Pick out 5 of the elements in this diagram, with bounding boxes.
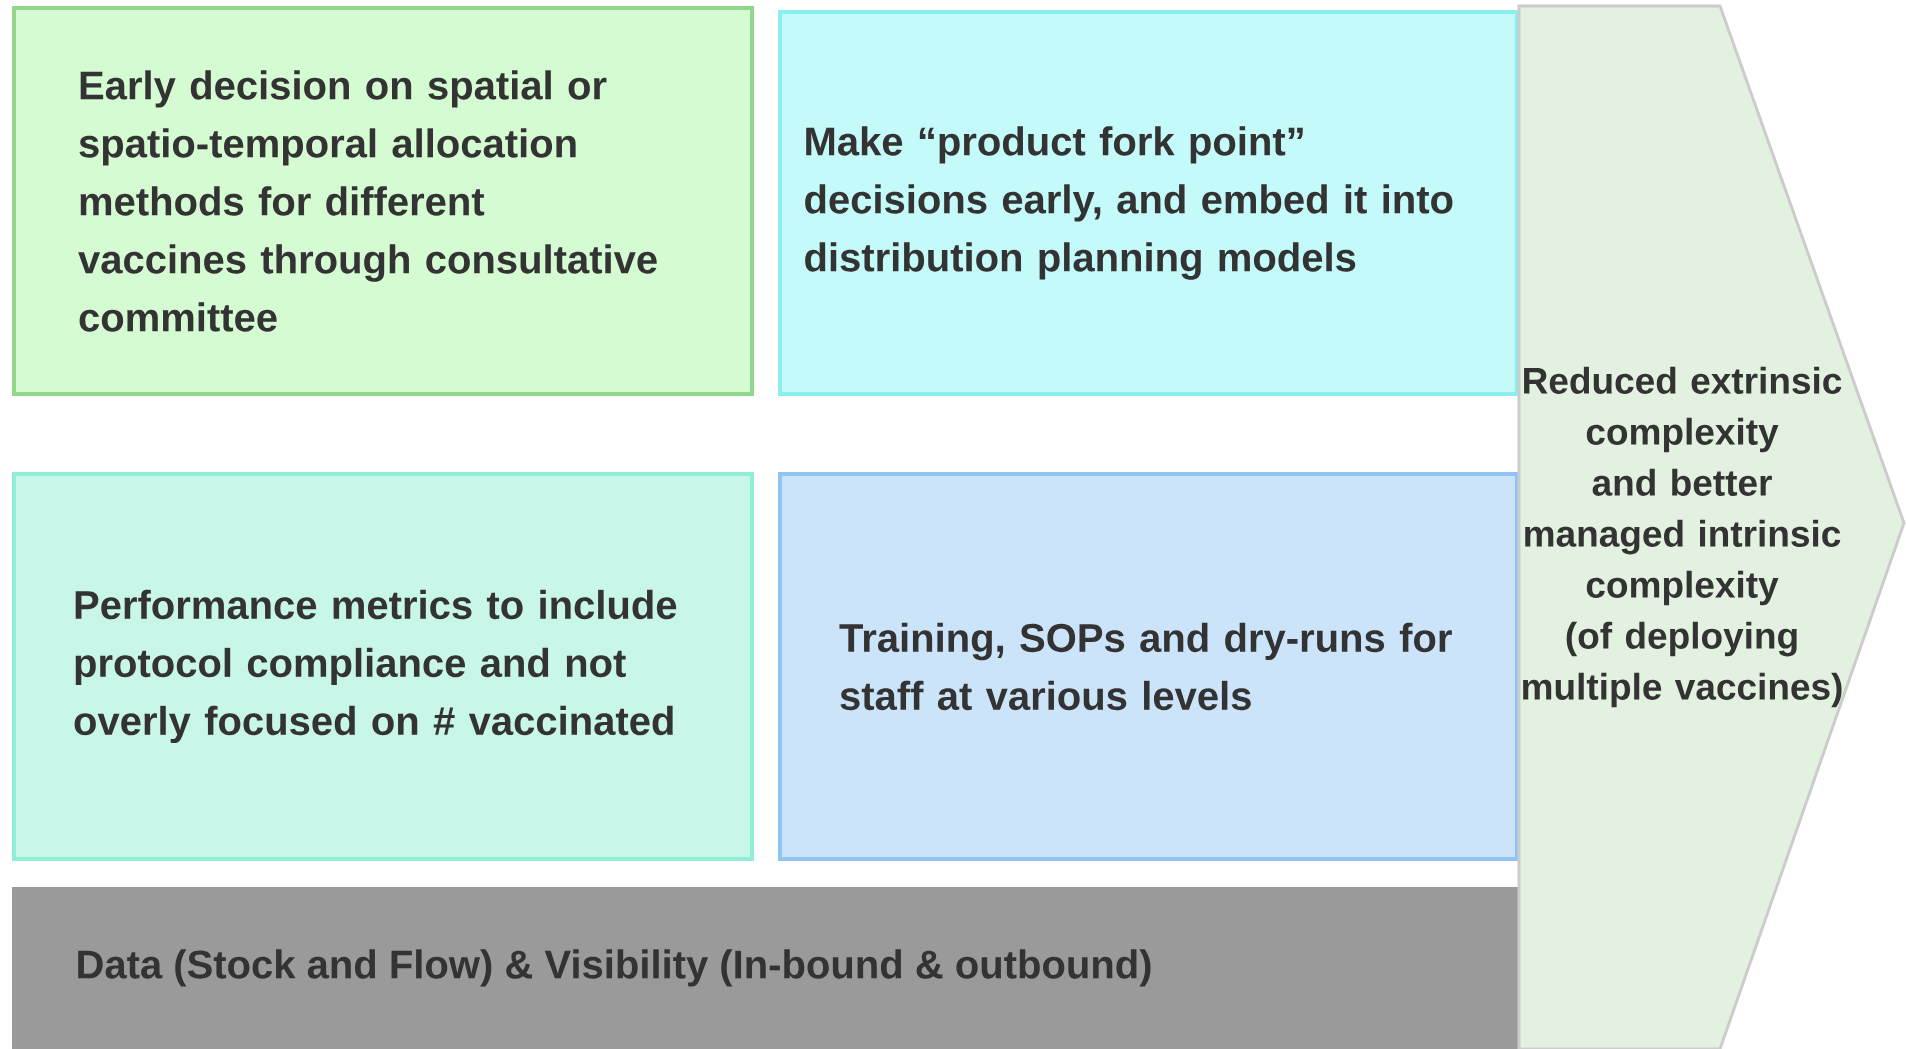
- footer-bar: Data (Stock and Flow) & Visibility (In-bound & outbound): [12, 887, 1519, 1049]
- text-box: Early decision on spatial or spatio-temporal allocation methods for different vaccines through consultative committee: [12, 6, 754, 396]
- text-box: Training, SOPs and dry-runs for staff at various levels: [778, 472, 1519, 861]
- text-box: Performance metrics to include protocol compliance and not overly focused on # vaccinated: [12, 472, 754, 861]
- text-box: Make “product fork point” decisions early, and embed it into distribution planning models: [778, 10, 1519, 396]
